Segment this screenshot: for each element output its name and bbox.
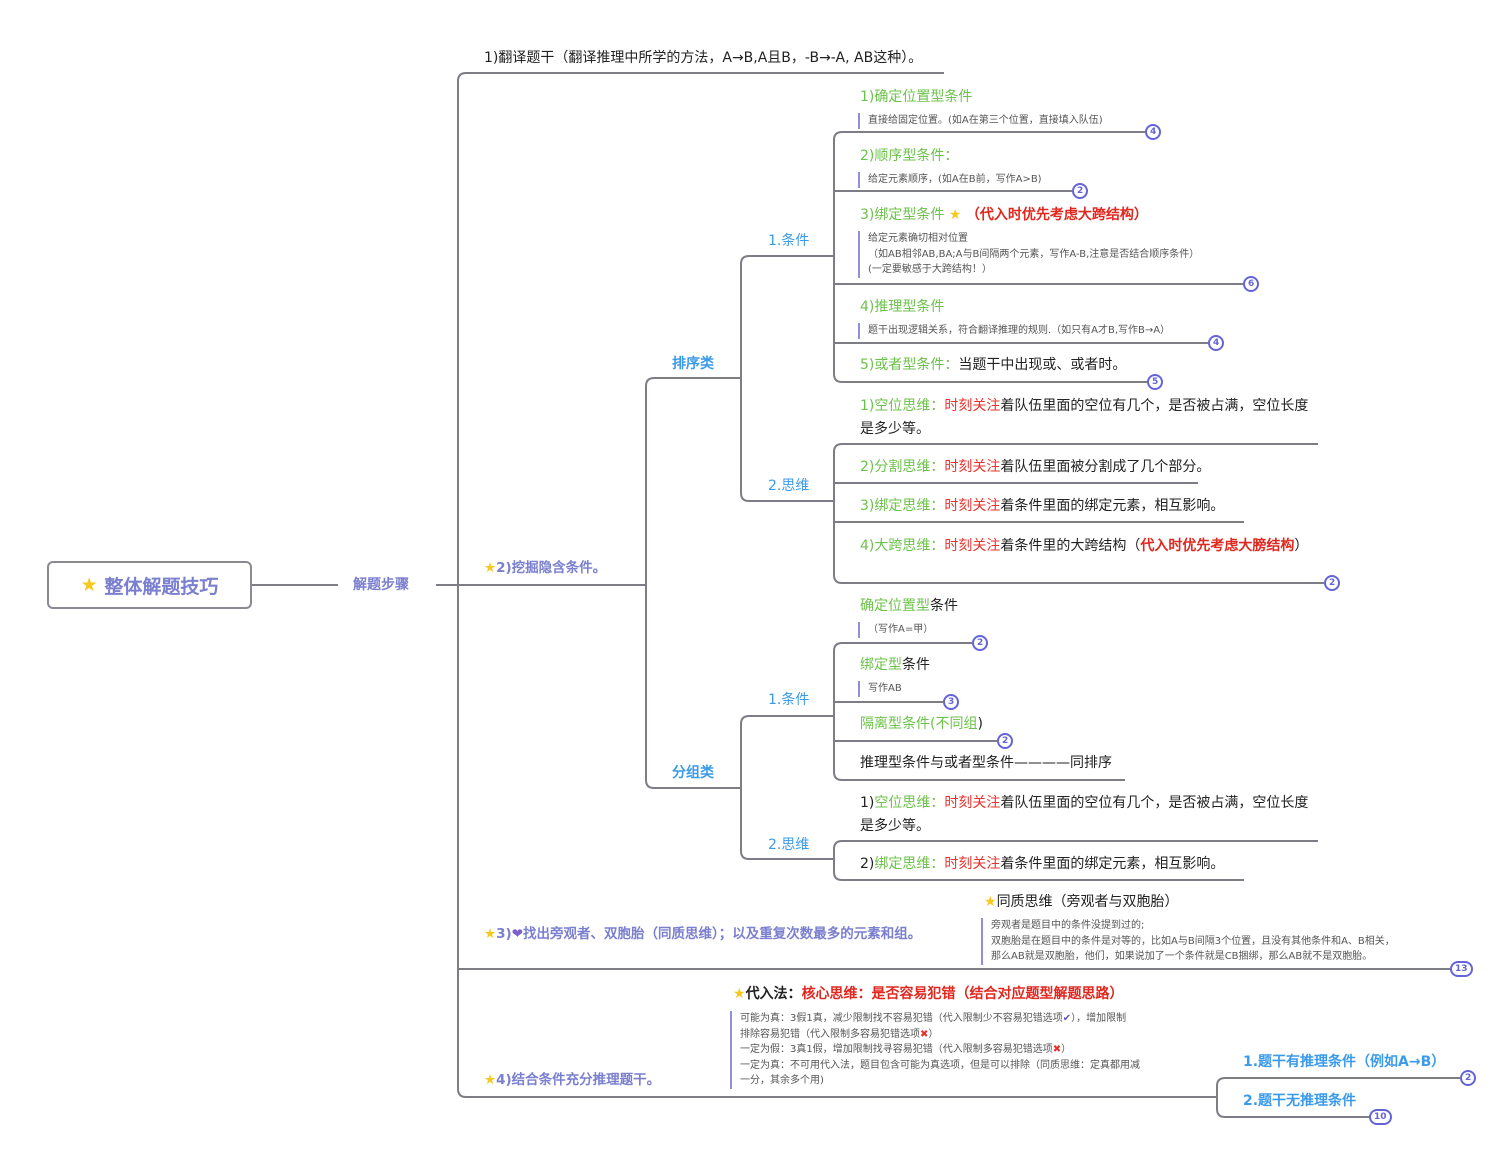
- category-group[interactable]: 分组类: [672, 765, 714, 781]
- sort-cond-1-note: 直接给固定位置。(如A在第三个位置，直接填入队伍): [858, 113, 1103, 129]
- collapse-badge[interactable]: 5: [1147, 374, 1164, 390]
- sort-think-2[interactable]: 2)分割思维：时刻关注着队伍里面被分割成了几个部分。: [860, 459, 1211, 475]
- star-icon: ★: [948, 207, 962, 223]
- group-think-2[interactable]: 2)绑定思维：时刻关注着条件里面的绑定元素，相互影响。: [860, 856, 1225, 872]
- collapse-badge[interactable]: 2: [972, 635, 989, 651]
- sort-think-3[interactable]: 3)绑定思维：时刻关注着条件里面的绑定元素，相互影响。: [860, 498, 1225, 514]
- group-cond-2-note: 写作AB: [858, 681, 902, 697]
- sort-cond-3-note: 给定元素确切相对位置 （如AB相邻AB,BA;A与B间隔两个元素，写作A-B,注…: [858, 231, 1199, 278]
- sort-conditions-label[interactable]: 1.条件: [768, 233, 810, 249]
- group-conditions-label[interactable]: 1.条件: [768, 692, 810, 708]
- category-sort[interactable]: 排序类: [672, 356, 714, 372]
- group-cond-3[interactable]: 隔离型条件(不同组): [860, 716, 983, 732]
- star-icon: ★: [80, 574, 98, 596]
- star-icon: ★: [733, 986, 746, 1002]
- substitution-title[interactable]: ★代入法：核心思维：是否容易犯错（结合对应题型解题思路）: [733, 986, 1124, 1002]
- collapse-badge[interactable]: 2: [1460, 1070, 1477, 1086]
- group-cond-1[interactable]: 确定位置型条件: [860, 598, 958, 614]
- group-thinking-label[interactable]: 2.思维: [768, 837, 810, 853]
- group-cond-4[interactable]: 推理型条件与或者型条件————同排序: [860, 755, 1112, 771]
- sort-thinking-label[interactable]: 2.思维: [768, 478, 810, 494]
- sort-think-4[interactable]: 4)大跨思维：时刻关注着条件里的大跨结构（代入时优先考虑大膀结构）: [860, 538, 1309, 554]
- sort-cond-5[interactable]: 5)或者型条件：当题干中出现或、或者时。: [860, 357, 1127, 373]
- step1-label[interactable]: 1)翻译题干（翻译推理中所学的方法，A→B,A且B，-B→-A, AB这种）。: [484, 50, 923, 66]
- sort-cond-3-title[interactable]: 3)绑定型条件 ★ （代入时优先考虑大跨结构）: [860, 207, 1148, 223]
- step4-label[interactable]: ★4)结合条件充分推理题干。: [484, 1072, 661, 1088]
- collapse-badge[interactable]: 2: [1072, 183, 1089, 199]
- root-title: 整体解题技巧: [104, 575, 219, 598]
- collapse-badge[interactable]: 10: [1369, 1109, 1392, 1125]
- collapse-badge[interactable]: 13: [1450, 961, 1473, 977]
- collapse-badge[interactable]: 2: [1324, 575, 1341, 591]
- collapse-badge[interactable]: 2: [997, 733, 1014, 749]
- collapse-badge[interactable]: 6: [1243, 276, 1260, 292]
- collapse-badge[interactable]: 4: [1145, 124, 1162, 140]
- step2-label[interactable]: ★2)挖掘隐含条件。: [484, 560, 607, 576]
- substitution-note: 可能为真：3假1真，减少限制找不容易犯错（代入限制少不容易犯错选项✔），增加限制…: [730, 1011, 1140, 1089]
- collapse-badge[interactable]: 3: [943, 694, 960, 710]
- cross-icon: ✖: [920, 1028, 929, 1040]
- homogeneous-thinking-title[interactable]: ★同质思维（旁观者与双胞胎）: [984, 894, 1179, 910]
- star-icon: ★: [484, 926, 497, 942]
- sort-cond-4-note: 题干出现逻辑关系，符合翻译推理的规则.（如只有A才B,写作B→A）: [858, 323, 1170, 339]
- group-cond-2[interactable]: 绑定型条件: [860, 657, 930, 673]
- main-branch-label[interactable]: 解题步骤: [353, 577, 409, 593]
- star-icon: ★: [484, 1072, 497, 1088]
- cross-icon: ✖: [1052, 1044, 1062, 1055]
- star-icon: ★: [984, 894, 997, 910]
- sort-cond-4-title[interactable]: 4)推理型条件: [860, 299, 945, 315]
- sort-cond-2-note: 给定元素顺序，(如A在B前，写作A>B): [858, 172, 1042, 188]
- group-cond-1-note: （写作A=甲）: [858, 622, 933, 638]
- sort-cond-1-title[interactable]: 1)确定位置型条件: [860, 89, 973, 105]
- group-think-1[interactable]: 1)空位思维：时刻关注着队伍里面的空位有几个，是否被占满，空位长度是多少等。: [860, 795, 1309, 834]
- step4-child-2[interactable]: 2.题干无推理条件: [1243, 1093, 1357, 1109]
- root-topic[interactable]: ★ 整体解题技巧: [47, 561, 252, 609]
- collapse-badge[interactable]: 4: [1208, 335, 1225, 351]
- check-icon: ✔: [1062, 1013, 1072, 1024]
- sort-think-1[interactable]: 1)空位思维：时刻关注着队伍里面的空位有几个，是否被占满，空位长度是多少等。: [860, 398, 1309, 437]
- heart-icon: ❤: [511, 926, 523, 942]
- star-icon: ★: [484, 560, 497, 576]
- step4-child-1[interactable]: 1.题干有推理条件（例如A→B）: [1243, 1054, 1446, 1070]
- step3-label[interactable]: ★3)❤找出旁观者、双胞胎（同质思维）；以及重复次数最多的元素和组。: [484, 926, 922, 942]
- homogeneous-thinking-note: 旁观者是题目中的条件没提到过的; 双胞胎是在题目中的条件是对等的，比如A与B间隔…: [981, 918, 1395, 965]
- sort-cond-2-title[interactable]: 2)顺序型条件：: [860, 148, 959, 164]
